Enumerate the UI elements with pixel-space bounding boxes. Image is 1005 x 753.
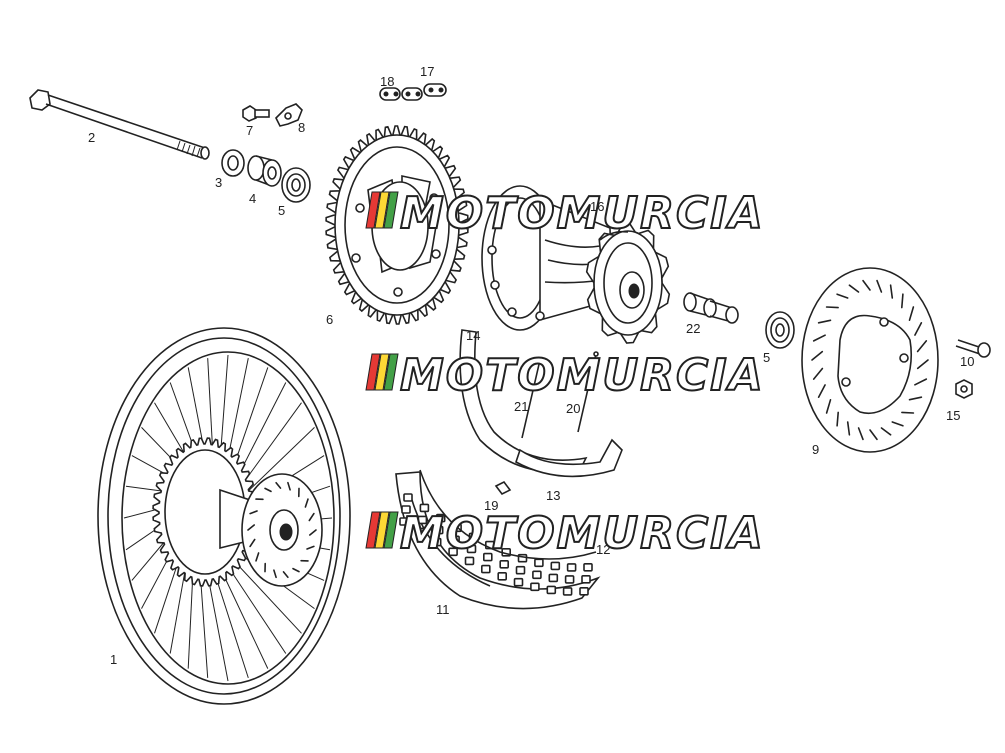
callout-12: 12 [596, 542, 610, 557]
callout-21: 21 [514, 399, 528, 414]
hub-spacer-part[interactable] [683, 292, 739, 324]
callout-14: 14 [466, 328, 480, 343]
watermark-text: MOTOMURCIA [400, 188, 765, 239]
axle-part[interactable] [29, 89, 210, 160]
watermark-text: MOTOMURCIA [400, 350, 765, 401]
inner-tube-part[interactable] [419, 469, 597, 560]
spacer-ring-part[interactable] [221, 149, 245, 177]
callout-8: 8 [298, 120, 305, 135]
callout-10: 10 [960, 354, 974, 369]
bracket-part[interactable] [275, 103, 303, 127]
bearing-right-part[interactable] [765, 311, 795, 349]
disc-bolt-part[interactable] [955, 339, 991, 358]
callout-19: 19 [484, 498, 498, 513]
sprocket-part[interactable] [325, 125, 469, 325]
callout-22: 22 [686, 321, 700, 336]
callout-4: 4 [249, 191, 256, 206]
watermark-top: MOTOMURCIA [365, 187, 765, 240]
callout-15: 15 [946, 408, 960, 423]
spoke-pair-part[interactable] [521, 351, 599, 439]
bolt-small-part[interactable] [242, 105, 270, 122]
hub-part[interactable] [481, 185, 671, 344]
callout-6: 6 [326, 312, 333, 327]
callout-16: 16 [590, 199, 604, 214]
nut-part[interactable] [955, 379, 973, 399]
chain-link-part[interactable] [379, 83, 447, 101]
brake-disc-part[interactable] [801, 267, 939, 453]
watermark-bottom: MOTOMURCIA [365, 507, 765, 560]
callout-9: 9 [812, 442, 819, 457]
rim-tape-part[interactable] [459, 329, 588, 473]
complete-wheel-part[interactable] [97, 327, 351, 705]
tire-part[interactable] [395, 471, 601, 610]
callout-11: 11 [436, 602, 450, 617]
callout-7: 7 [246, 123, 253, 138]
bearing-left-part[interactable] [281, 167, 311, 203]
watermark-middle: MOTOMURCIA [365, 349, 765, 402]
callout-2: 2 [88, 130, 95, 145]
callout-13: 13 [546, 488, 560, 503]
callout-3: 3 [215, 175, 222, 190]
valve-part[interactable] [494, 480, 512, 496]
callout-5-right: 5 [763, 350, 770, 365]
watermark-text: MOTOMURCIA [400, 508, 765, 559]
callout-20: 20 [566, 401, 580, 416]
callout-17: 17 [420, 64, 434, 79]
callout-1: 1 [110, 652, 117, 667]
callout-5-left: 5 [278, 203, 285, 218]
rim-guard-part[interactable] [515, 438, 623, 478]
callout-labels: 1 2 3 4 5 5 6 7 8 9 10 11 12 13 14 15 16… [88, 64, 974, 667]
callout-18: 18 [380, 74, 394, 89]
spacer-bushing-part[interactable] [247, 155, 282, 187]
